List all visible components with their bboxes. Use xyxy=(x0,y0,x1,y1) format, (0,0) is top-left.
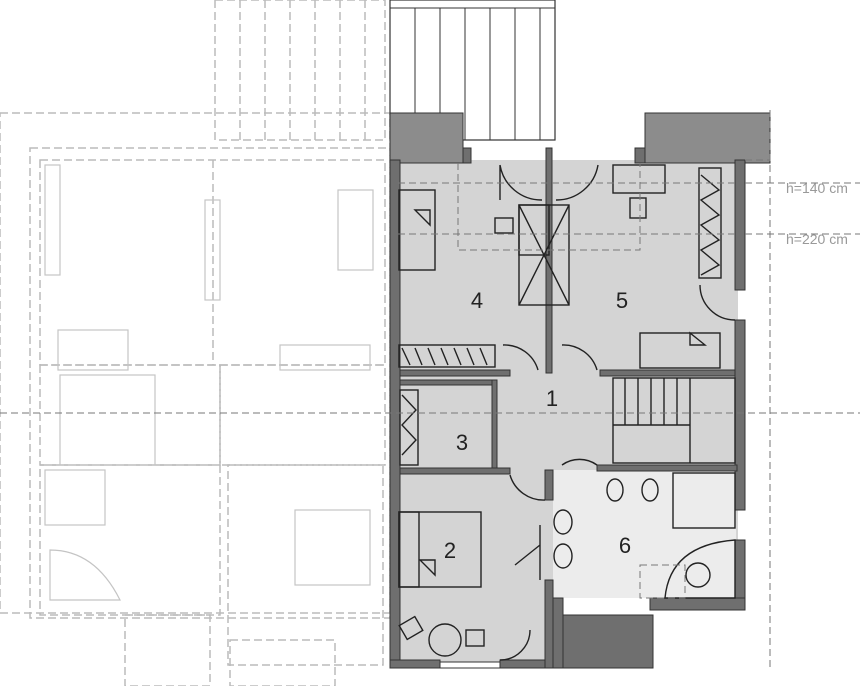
room-label-6: 6 xyxy=(619,533,631,558)
room-label-2: 2 xyxy=(444,538,456,563)
room-label-3: 3 xyxy=(456,430,468,455)
walls xyxy=(389,112,771,669)
room-floors xyxy=(398,160,743,668)
height-label-140: h=140 cm xyxy=(786,180,848,196)
mirrored-unit-outline xyxy=(0,0,391,686)
height-label-220: h=220 cm xyxy=(786,231,848,247)
height-lines xyxy=(0,110,860,668)
room-label-5: 5 xyxy=(616,288,628,313)
doors xyxy=(499,164,736,661)
room-label-1: 1 xyxy=(546,386,558,411)
furniture xyxy=(398,164,736,657)
room-label-4: 4 xyxy=(471,288,483,313)
